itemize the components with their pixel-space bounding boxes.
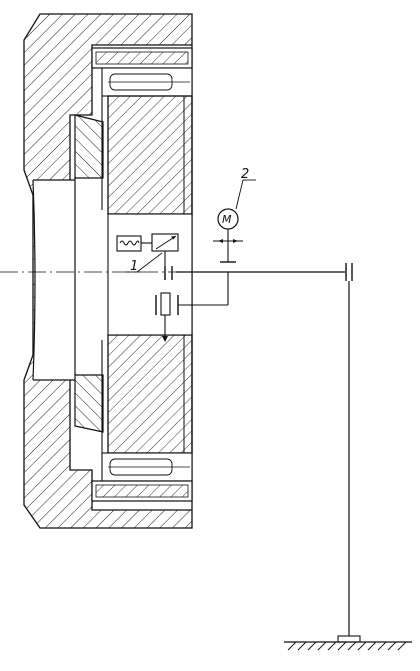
lower-flange bbox=[74, 374, 104, 433]
motor-icon: M bbox=[217, 208, 239, 230]
housing-window bbox=[33, 180, 75, 380]
ground-hatch-icon bbox=[284, 635, 412, 651]
callout-1-label: 1 bbox=[130, 259, 138, 274]
motor-symbol: M bbox=[222, 213, 232, 226]
lower-rotor bbox=[107, 334, 193, 454]
upper-flange bbox=[74, 114, 104, 179]
sensor-element bbox=[155, 292, 171, 342]
variable-resistor-icon bbox=[151, 233, 179, 252]
center-cavity bbox=[107, 213, 193, 336]
callout-2-label: 2 bbox=[241, 167, 249, 182]
generator-wave-icon bbox=[116, 235, 142, 252]
upper-rotor bbox=[107, 95, 193, 215]
